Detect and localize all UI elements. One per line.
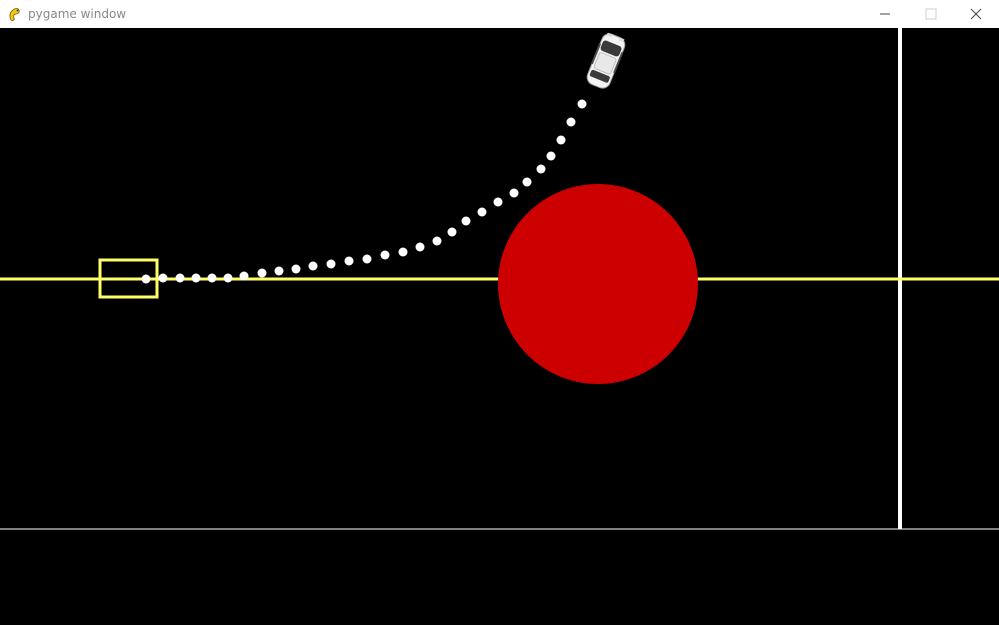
path-dot	[556, 135, 566, 145]
start-marker-box	[98, 258, 159, 299]
path-dot	[239, 271, 249, 281]
path-dot	[415, 242, 425, 252]
minimize-icon	[880, 13, 890, 15]
game-canvas[interactable]	[0, 28, 999, 625]
path-dot	[536, 164, 546, 174]
path-dot	[158, 273, 168, 283]
path-dot	[191, 273, 201, 283]
path-dot	[432, 236, 442, 246]
path-dot	[522, 177, 532, 187]
path-dot	[207, 273, 217, 283]
window-title: pygame window	[28, 7, 127, 21]
obstacle-circle	[498, 184, 698, 384]
path-dot	[141, 274, 151, 284]
path-dot	[223, 273, 233, 283]
path-dot	[175, 273, 185, 283]
maximize-button[interactable]	[908, 0, 954, 28]
close-icon	[970, 8, 982, 20]
path-dot	[546, 151, 556, 161]
trajectory-path	[141, 99, 587, 284]
minimize-button[interactable]	[862, 0, 908, 28]
path-dot	[566, 117, 576, 127]
path-dot	[326, 259, 336, 269]
maximize-icon	[925, 8, 937, 20]
path-dot	[344, 256, 354, 266]
path-dot	[461, 216, 471, 226]
path-dot	[291, 264, 301, 274]
path-dot	[509, 188, 519, 198]
window-titlebar[interactable]: pygame window	[0, 0, 999, 28]
path-dot	[380, 250, 390, 260]
close-button[interactable]	[953, 0, 999, 28]
path-dot	[362, 254, 372, 264]
path-dot	[274, 266, 284, 276]
path-dot	[398, 247, 408, 257]
path-dot	[493, 197, 503, 207]
path-dot	[257, 268, 267, 278]
path-dot	[577, 99, 587, 109]
car-icon	[586, 32, 626, 89]
pygame-snake-icon	[7, 6, 23, 22]
path-dot	[447, 227, 457, 237]
path-dot	[308, 261, 318, 271]
path-dot	[477, 207, 487, 217]
